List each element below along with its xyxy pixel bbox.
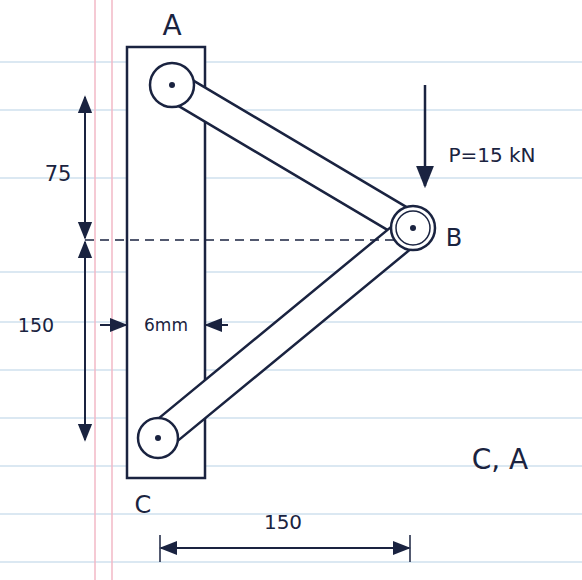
note-label: C, A xyxy=(472,445,529,476)
pin-b-inner xyxy=(396,211,430,245)
extension-tick xyxy=(159,535,161,562)
link-ab-outline xyxy=(172,85,413,228)
pin-c xyxy=(138,418,178,458)
reference-line xyxy=(85,239,395,241)
thickness-label: 6mm xyxy=(144,316,188,335)
dimension-label: 75 xyxy=(45,163,72,186)
dimension-line xyxy=(84,97,86,238)
pin-b xyxy=(391,206,435,250)
margin-line xyxy=(94,0,96,580)
point-label: B xyxy=(446,225,462,251)
paper-rule xyxy=(0,109,582,111)
paper-rule xyxy=(0,61,582,63)
link-bc-outline xyxy=(158,228,413,438)
paper-rule xyxy=(0,177,582,179)
thickness-arrow xyxy=(100,324,126,326)
paper-rule xyxy=(0,417,582,419)
dimension-label: 150 xyxy=(264,511,302,533)
pin-dot xyxy=(410,225,416,231)
link-bc-fill xyxy=(158,228,413,438)
margin-line xyxy=(111,0,113,580)
dimension-line xyxy=(84,242,86,440)
paper-rules xyxy=(0,62,582,562)
dimension-line xyxy=(161,547,409,549)
dimension-label: 150 xyxy=(18,315,54,336)
point-label: C xyxy=(135,492,152,518)
paper-rule xyxy=(0,369,582,371)
paper-rule xyxy=(0,271,582,273)
pin-dot xyxy=(155,435,161,441)
extension-tick xyxy=(409,535,411,562)
pin-a xyxy=(150,63,194,107)
thickness-arrow xyxy=(206,324,228,326)
load-arrow xyxy=(424,85,427,186)
link-ab-fill xyxy=(172,85,413,228)
pin-dot xyxy=(169,82,175,88)
load-label: P=15 kN xyxy=(448,144,535,166)
point-label: A xyxy=(162,11,181,42)
paper-rule xyxy=(0,561,582,563)
